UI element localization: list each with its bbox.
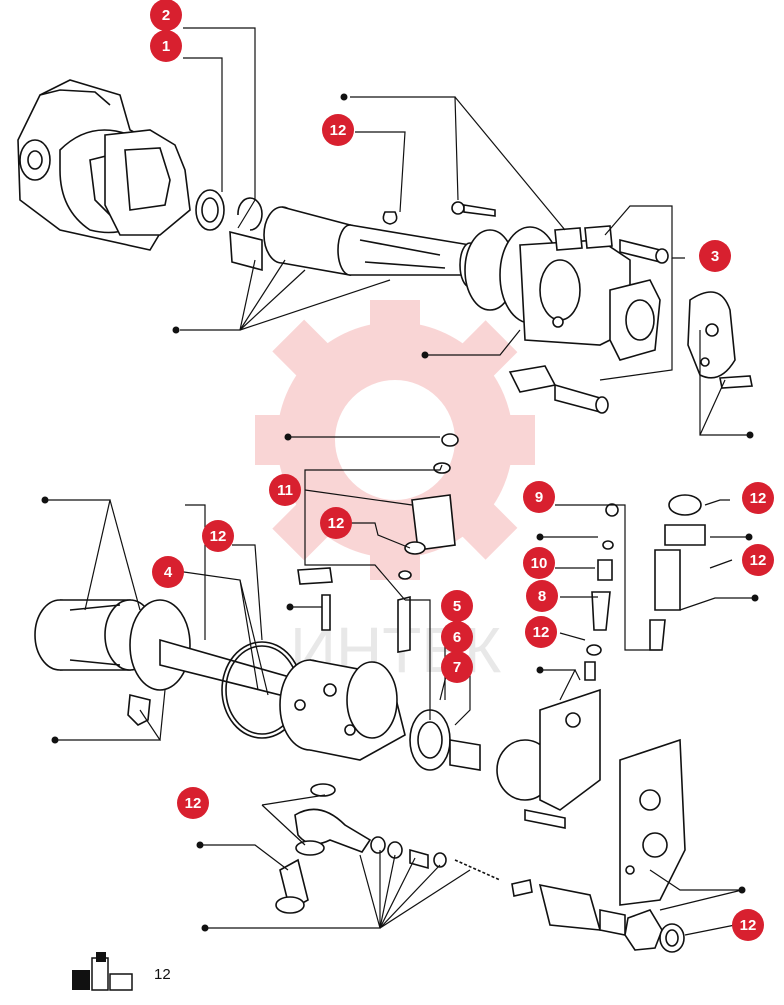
cam-housing [519,239,661,361]
valve-set [584,503,619,681]
marker-dot [536,666,544,674]
callout-6[interactable]: 6 [441,621,473,653]
callout-12[interactable]: 12 [742,544,774,576]
marker-dot [201,924,209,932]
leader-lines [45,27,755,936]
marker-dot [738,886,746,894]
marker-dot [751,594,759,602]
callout-7[interactable]: 7 [441,651,473,683]
gear-watermark-icon [255,300,535,580]
adjusting-blocks [554,225,669,264]
callout-12[interactable]: 12 [742,482,774,514]
callout-9[interactable]: 9 [523,481,555,513]
main-shaft [263,206,481,288]
callout-12[interactable]: 12 [322,114,354,146]
delivery-block [496,688,601,829]
pump-body [279,659,406,761]
footer-book-icon [72,952,133,991]
parts [17,79,753,953]
marker-dot [536,533,544,541]
marker-dot [286,603,294,611]
marker-dot [51,736,59,744]
marker-dot [41,496,49,504]
marker-dot [284,433,292,441]
callout-12[interactable]: 12 [320,507,352,539]
circlip [229,197,263,272]
top-screw [451,201,496,217]
spring-and-valve-line [370,836,626,936]
marker-dot [745,533,753,541]
callout-1[interactable]: 1 [150,30,182,62]
marker-dot [340,93,348,101]
coupling-spider [104,129,191,236]
callout-2[interactable]: 2 [150,0,182,31]
marker-dot [421,351,429,359]
union-nut [624,909,685,953]
callout-12[interactable]: 12 [525,616,557,648]
callout-3[interactable]: 3 [699,240,731,272]
callout-8[interactable]: 8 [526,580,558,612]
adjusting-lever [297,567,333,631]
callout-12[interactable]: 12 [732,909,764,941]
marker-dot [196,841,204,849]
bell-housing [34,599,191,691]
marker-dot [172,326,180,334]
lever-pin [508,365,609,414]
callout-4[interactable]: 4 [152,556,184,588]
marker-dot [746,431,754,439]
callout-5[interactable]: 5 [441,590,473,622]
banjo-fitting [275,783,372,914]
callout-11[interactable]: 11 [269,474,301,506]
callout-10[interactable]: 10 [523,547,555,579]
callout-12[interactable]: 12 [202,520,234,552]
gasket-plate [619,738,686,906]
callout-12[interactable]: 12 [177,787,209,819]
seal-ring [195,189,225,231]
page-number: 12 [154,966,171,983]
